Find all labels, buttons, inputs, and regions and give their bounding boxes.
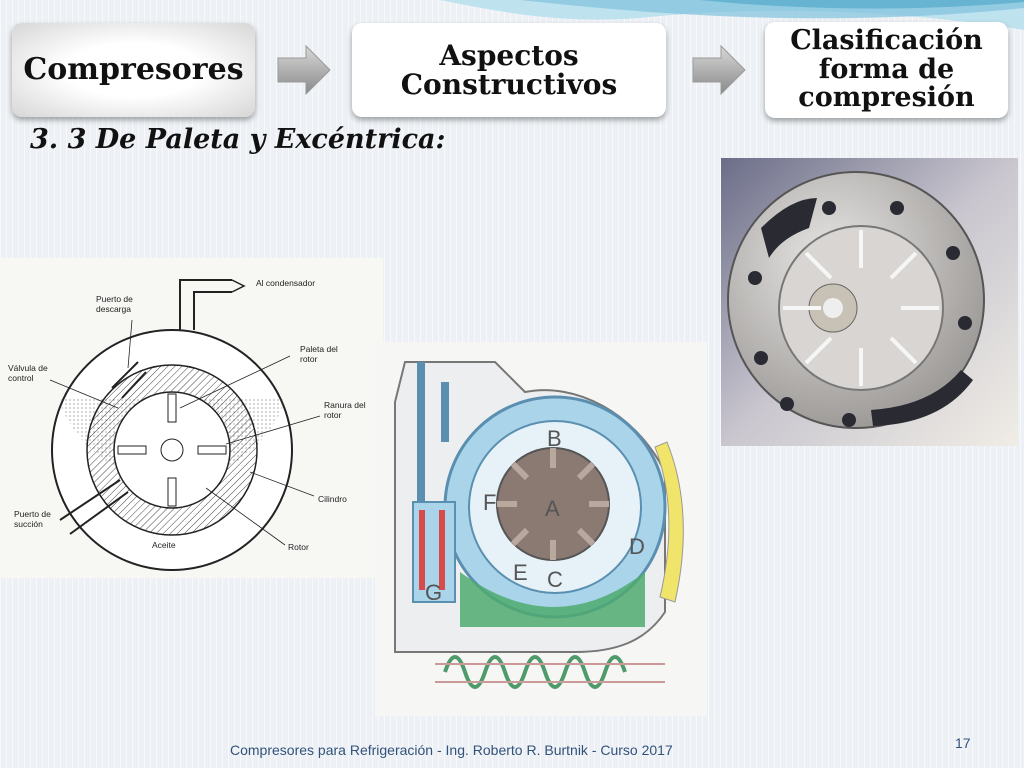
arrow-right-icon xyxy=(277,44,331,96)
label-valvula-1: Válvula de xyxy=(8,363,48,373)
page-number: 17 xyxy=(955,735,971,751)
letter-e: E xyxy=(513,560,528,585)
label-paleta-2: rotor xyxy=(300,354,318,364)
step-clasificacion-label: Clasificación forma de compresión xyxy=(790,25,983,114)
label-rotor: Rotor xyxy=(288,542,309,552)
letter-f: F xyxy=(483,490,496,515)
footer-text: Compresores para Refrigeración - Ing. Ro… xyxy=(230,742,673,758)
label-cilindro: Cilindro xyxy=(318,494,347,504)
vane-compressor-diagram: Al condensador Puerto de descarga Paleta… xyxy=(0,258,383,578)
top-wave-decoration xyxy=(440,0,1024,30)
label-paleta-1: Paleta del xyxy=(300,344,338,354)
step-compresores[interactable]: Compresores xyxy=(12,23,255,117)
label-condensador: Al condensador xyxy=(256,278,315,288)
label-ranura-1: Ranura del xyxy=(324,400,366,410)
step-aspectos-constructivos[interactable]: Aspectos Constructivos xyxy=(352,23,666,117)
label-puerto-descarga-2: descarga xyxy=(96,304,131,314)
letter-c: C xyxy=(547,567,563,592)
colored-compressor-schematic: B A C D E F G xyxy=(375,342,707,716)
arrow-right-icon xyxy=(692,44,746,96)
step-compresores-label: Compresores xyxy=(23,52,244,88)
letter-b: B xyxy=(547,426,562,451)
label-succion-2: succión xyxy=(14,519,43,529)
label-valvula-2: control xyxy=(8,373,34,383)
step-aspectos-label: Aspectos Constructivos xyxy=(400,38,618,101)
label-ranura-2: rotor xyxy=(324,410,342,420)
label-succion-1: Puerto de xyxy=(14,509,51,519)
letter-a: A xyxy=(545,496,560,521)
rotor-photo xyxy=(721,158,1018,446)
letter-d: D xyxy=(629,534,645,559)
section-subtitle: 3. 3 De Paleta y Excéntrica: xyxy=(30,124,446,155)
step-clasificacion[interactable]: Clasificación forma de compresión xyxy=(765,22,1008,118)
label-puerto-descarga-1: Puerto de xyxy=(96,294,133,304)
label-aceite: Aceite xyxy=(152,540,176,550)
letter-g: G xyxy=(425,580,442,605)
